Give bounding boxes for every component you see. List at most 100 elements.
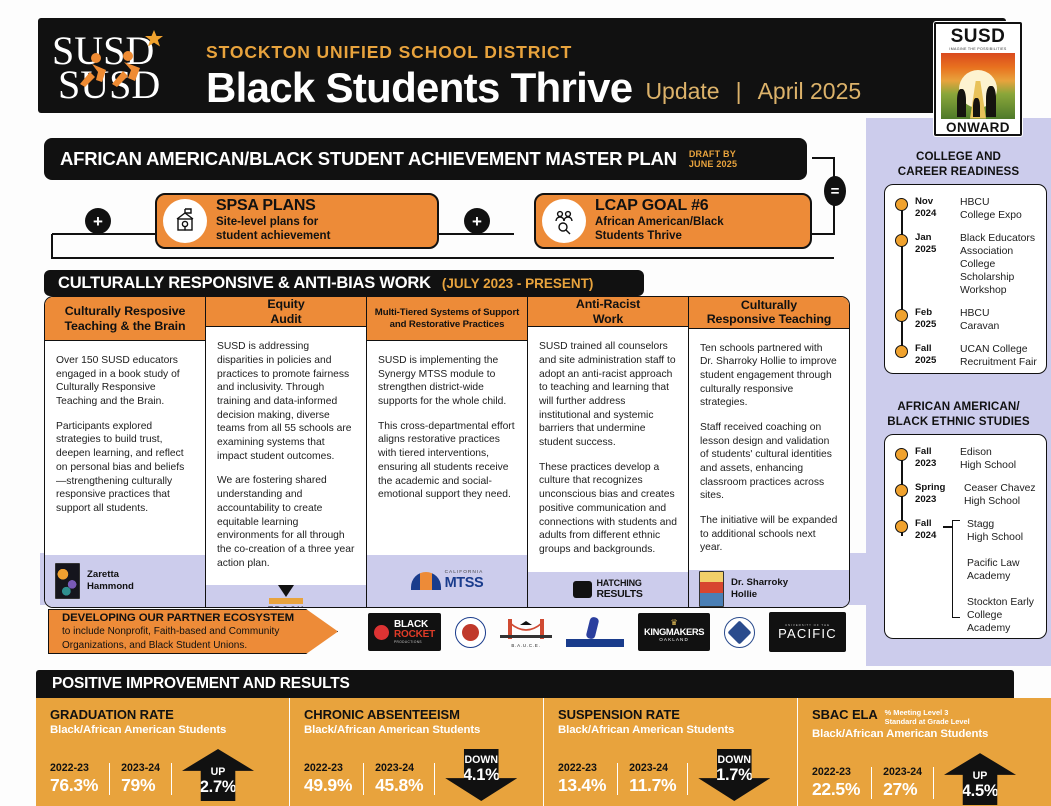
massive-bar	[566, 639, 625, 647]
timeline-month: Fall	[915, 343, 932, 354]
draft-line-1: DRAFT BY	[688, 148, 736, 159]
oakland-label: OAKLAND	[659, 637, 689, 643]
svg-text:SUSD: SUSD	[52, 28, 154, 73]
timeline-item[interactable]: Fall 2023 Edison High School	[895, 446, 1038, 472]
metric-note: % Meeting Level 3 Standard at Grade Leve…	[884, 708, 970, 727]
metric-name: CHRONIC ABSENTEEISM	[304, 707, 460, 722]
bauce-bridge-logo: B.A.U.C.E.	[500, 616, 553, 648]
timeline-item[interactable]: Nov 2024 HBCU College Expo	[895, 196, 1038, 222]
hatching-text: HATCHING RESULTS	[596, 579, 642, 599]
grad-cap-icon	[573, 580, 593, 598]
column-body: Ten schools partnered with Dr. Sharroky …	[689, 328, 849, 571]
year2-block: 2023-24 79%	[110, 763, 173, 795]
kingmakers-oakland-logo: ♛ KINGMAKERS OAKLAND	[638, 613, 711, 651]
productions-label: PRODUCTIONS	[394, 639, 422, 644]
results-title: POSITIVE IMPROVEMENT AND RESULTS	[52, 675, 350, 692]
timeline-item[interactable]: Fall 2025 UCAN College Recruitment Fair	[895, 343, 1038, 369]
draft-note: DRAFT BY JUNE 2025	[689, 149, 737, 170]
cr-date-range: (JULY 2023 - PRESENT)	[441, 275, 594, 291]
timeline-month: Nov	[915, 196, 934, 207]
timeline-label: HBCU College Expo	[960, 197, 1022, 221]
culturally-responsive-banner: CULTURALLY RESPONSIVE & ANTI-BIAS WORK (…	[44, 270, 644, 296]
paragraph: Ten schools partnered with Dr. Sharroky …	[700, 342, 837, 409]
metric-sbac-ela: SBAC ELA % Meeting Level 3 Standard at G…	[798, 698, 1051, 806]
author-name: Zaretta Hammond	[87, 569, 134, 592]
lcap-heading: LCAP GOAL #6	[595, 197, 709, 215]
massive-logo	[566, 616, 625, 648]
year1-label: 2022-23	[812, 766, 851, 779]
timeline-month: Jan	[915, 232, 932, 243]
figure-shape	[585, 616, 600, 640]
seal-icon	[455, 616, 487, 648]
hatching-results-logo: HATCHING RESULTS	[573, 579, 643, 599]
year1-label: 2022-23	[50, 762, 89, 775]
school-name: Stockton Early College Academy	[967, 597, 1034, 634]
plus-connector-1: +	[85, 208, 111, 234]
people-magnifier-icon	[542, 199, 586, 243]
timeline-group-item[interactable]: Fall 2024 Stagg High School Pacific Law …	[895, 518, 1038, 635]
school-name: Pacific Law Academy	[967, 558, 1020, 582]
ethnic-title-line-1: AFRICAN AMERICAN/	[897, 400, 1020, 413]
column-header: Culturally Resposive Teaching & the Brai…	[45, 297, 205, 341]
metric-name: GRADUATION RATE	[50, 707, 174, 722]
timeline-year: 2023	[915, 493, 937, 505]
metric-values: 2022-23 49.9% 2023-24 45.8% DOWN 4.1%	[304, 749, 543, 801]
grouped-schools: Stagg High School Pacific Law Academy St…	[967, 518, 1038, 635]
lcap-goal-card[interactable]: LCAP GOAL #6 African American/Black Stud…	[534, 193, 812, 249]
paragraph: We are fostering shared understanding an…	[217, 475, 355, 569]
metric-subtitle: Black/African American Students	[50, 724, 227, 736]
mtss-text: CALIFORNIA MTSS	[444, 571, 484, 592]
pacific-label: PACIFIC	[778, 626, 837, 642]
year1-label: 2022-23	[558, 762, 597, 775]
arrow-down-icon: DOWN 1.7%	[698, 749, 771, 801]
ecosystem-sub-1: to include Nonprofit, Faith-based and Co…	[62, 625, 280, 637]
plus-connector-2: +	[464, 208, 490, 234]
university-of-pacific-logo: UNIVERSITY OF THE PACIFIC	[769, 612, 846, 652]
metric-header: SBAC ELA % Meeting Level 3 Standard at G…	[812, 707, 1051, 726]
timeline-dot-icon	[895, 448, 908, 461]
metric-subtitle: Black/African American Students	[812, 728, 989, 741]
book-cover-icon	[699, 570, 724, 607]
svg-text:SUSD: SUSD	[58, 62, 160, 106]
mtss-label: MTSS	[444, 575, 484, 592]
column-header: Culturally Responsive Teaching	[689, 297, 849, 329]
cr-columns: Culturally Resposive Teaching & the Brai…	[44, 296, 850, 608]
lcap-sub-1: African American/Black	[595, 215, 724, 228]
timeline-year: 2023	[915, 457, 937, 469]
year1-value: 49.9%	[304, 774, 353, 795]
crown-icon: ♛	[670, 618, 678, 628]
timeline-item[interactable]: Spring 2023 Ceaser Chavez High School	[895, 482, 1038, 508]
equals-connector: =	[824, 176, 846, 206]
timeline-date: Fall 2024	[915, 518, 955, 635]
timeline-item[interactable]: Jan 2025 Black Educators Association Col…	[895, 232, 1038, 297]
cr-title: CULTURALLY RESPONSIVE & ANTI-BIAS WORK	[58, 273, 431, 292]
black-rocket-logo: BLACK ROCKET PRODUCTIONS	[368, 613, 442, 651]
year1-block: 2022-23 76.3%	[50, 762, 111, 795]
timeline-dot-icon	[895, 309, 908, 322]
metric-header: GRADUATION RATE	[50, 707, 289, 722]
year2-block: 2023-24 11.7%	[618, 762, 689, 795]
column-title: Culturally Resposive Teaching & the Brai…	[64, 303, 186, 333]
timeline-dot-icon	[895, 345, 908, 358]
spsa-heading: SPSA PLANS	[216, 197, 316, 215]
timeline-item[interactable]: Feb 2025 HBCU Caravan	[895, 307, 1038, 333]
arrow-down-icon: DOWN 4.1%	[445, 749, 518, 801]
timeline-year: 2025	[915, 243, 937, 255]
timeline-date: Nov 2024	[915, 196, 955, 222]
metric-suspension-rate: SUSPENSION RATE Black/African American S…	[544, 698, 798, 806]
timeline-dot-icon	[895, 198, 908, 211]
column-footer: HATCHING RESULTS	[528, 571, 688, 607]
dancer-icon	[566, 616, 625, 647]
column-footer: Zaretta Hammond	[45, 555, 205, 607]
direction-label: DOWN	[717, 753, 752, 766]
draft-line-2: JUNE 2025	[688, 159, 738, 169]
arrow-up-icon: UP 4.5%	[944, 753, 1017, 806]
year2-label: 2023-24	[629, 762, 669, 775]
cr-column-equity-audit: Equity Audit SUSD is addressing disparit…	[206, 297, 367, 607]
year2-value: 27%	[883, 778, 918, 799]
paragraph: The initiative will be expanded to addit…	[700, 515, 838, 554]
timeline-label: UCAN College Recruitment Fair	[960, 344, 1037, 368]
spsa-plans-card[interactable]: SPSA PLANS Site-level plans for student …	[155, 193, 439, 249]
paragraph: Over 150 SUSD educators engaged in a boo…	[56, 355, 180, 408]
